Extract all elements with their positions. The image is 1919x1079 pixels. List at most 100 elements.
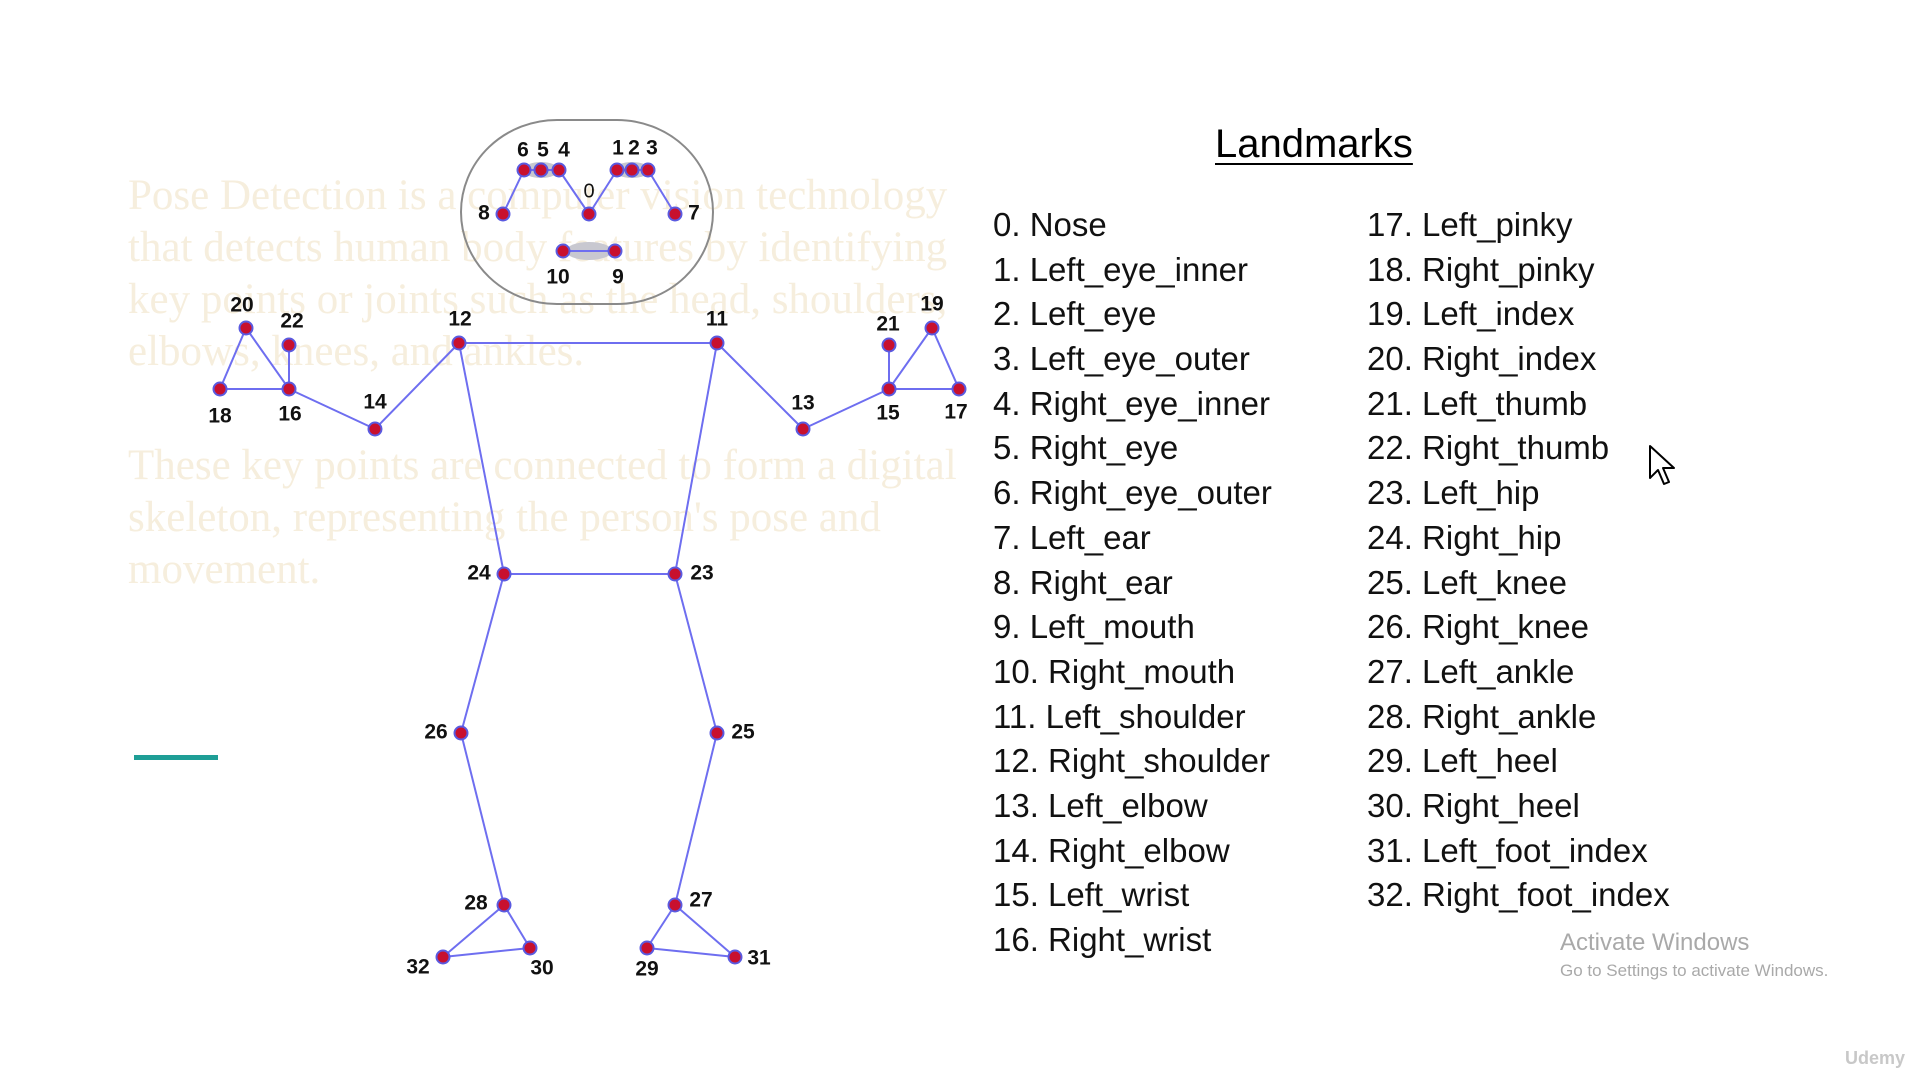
edge-0-1 — [588, 169, 618, 215]
landmark-node-label: 24 — [467, 562, 491, 585]
landmark-node-1 — [609, 162, 625, 178]
landmark-node-10 — [555, 243, 571, 259]
landmark-node-label: 27 — [689, 889, 712, 912]
landmark-node-24 — [496, 566, 512, 582]
landmark-node-0 — [581, 206, 597, 222]
landmark-node-18 — [212, 381, 228, 397]
landmark-node-label: 23 — [690, 562, 713, 585]
landmark-node-label: 4 — [558, 139, 570, 162]
landmark-item: 27. Left_ankle — [1367, 652, 1575, 690]
landmark-node-label: 22 — [280, 310, 303, 333]
landmark-node-19 — [924, 320, 940, 336]
landmark-item: 0. Nose — [993, 206, 1107, 243]
landmark-item: 30. Right_heel — [1367, 786, 1580, 824]
landmark-node-label: 30 — [530, 957, 553, 980]
edge-27-31 — [674, 904, 736, 958]
landmark-item: 19. Left_index — [1367, 295, 1575, 333]
landmark-node-9 — [607, 243, 623, 259]
landmark-item: 16. Right_wrist — [993, 921, 1212, 958]
landmark-node-16 — [281, 381, 297, 397]
landmark-item: 2. Left_eye — [993, 295, 1157, 333]
landmark-item: 8. Right_ear — [993, 563, 1173, 601]
landmark-node-30 — [522, 940, 538, 956]
landmark-node-label: 8 — [478, 202, 490, 225]
edge-0-4 — [558, 169, 590, 215]
edge-18-20 — [219, 327, 247, 390]
landmark-node-5 — [533, 162, 549, 178]
landmark-node-28 — [496, 897, 512, 913]
landmark-node-31 — [727, 949, 743, 965]
activate-windows-title: Activate Windows — [1560, 929, 1750, 956]
landmark-node-22 — [281, 337, 297, 353]
landmark-node-label: 31 — [747, 947, 771, 970]
landmark-node-29 — [639, 940, 655, 956]
landmark-item: 13. Left_elbow — [993, 786, 1208, 824]
landmark-item: 3. Left_eye_outer — [993, 340, 1250, 378]
activate-windows-watermark: Activate Windows Go to Settings to activ… — [1560, 928, 1828, 984]
landmark-item: 31. Left_foot_index — [1367, 831, 1648, 869]
landmark-node-label: 11 — [706, 308, 729, 331]
edge-29-31 — [646, 947, 736, 958]
edge-13-15 — [802, 388, 890, 430]
landmark-node-label: 17 — [944, 401, 967, 424]
edge-16-20 — [245, 327, 290, 390]
landmark-item: 25. Left_knee — [1367, 563, 1567, 601]
edge-17-19 — [931, 327, 960, 390]
landmark-node-3 — [640, 162, 656, 178]
landmark-node-label: 9 — [612, 266, 624, 289]
landmark-item: 14. Right_elbow — [993, 831, 1230, 869]
edge-6-8 — [502, 169, 525, 215]
edge-11-13 — [716, 342, 804, 430]
edge-15-19 — [888, 327, 933, 390]
edge-25-27 — [674, 732, 718, 906]
landmark-item: 6. Right_eye_outer — [993, 474, 1272, 512]
landmark-node-label: 12 — [448, 308, 471, 331]
edge-30-32 — [442, 947, 531, 958]
landmark-node-4 — [551, 162, 567, 178]
landmark-item: 29. Left_heel — [1367, 742, 1558, 780]
landmark-node-label: 6 — [517, 139, 529, 162]
landmark-node-label: 2 — [628, 137, 640, 160]
landmark-node-label: 20 — [230, 294, 253, 317]
landmark-node-label: 10 — [546, 266, 569, 289]
landmark-item: 7. Left_ear — [993, 518, 1151, 556]
face-outline — [460, 119, 714, 305]
landmark-item: 24. Right_hip — [1367, 518, 1562, 556]
edge-11-23 — [674, 342, 718, 575]
landmark-item: 15. Left_wrist — [993, 876, 1190, 914]
edge-28-32 — [442, 904, 505, 958]
landmark-node-20 — [238, 320, 254, 336]
landmarks-title: Landmarks — [1215, 122, 1413, 166]
background-description: Pose Detection is a computer vision tech… — [128, 170, 1008, 658]
landmark-node-label: 14 — [363, 391, 387, 414]
landmark-node-label: 0 — [583, 180, 594, 202]
landmark-item: 28. Right_ankle — [1367, 697, 1597, 735]
landmark-item: 11. Left_shoulder — [993, 697, 1246, 735]
edge-3-7 — [647, 169, 676, 215]
landmark-node-12 — [451, 335, 467, 351]
landmark-item: 20. Right_index — [1367, 340, 1597, 378]
edge-24-26 — [460, 573, 505, 734]
landmark-node-label: 7 — [688, 202, 700, 225]
landmark-node-21 — [881, 337, 897, 353]
landmark-item: 32. Right_foot_index — [1367, 876, 1670, 914]
landmark-node-2 — [624, 162, 640, 178]
landmark-node-label: 5 — [537, 139, 549, 162]
landmark-node-14 — [367, 421, 383, 437]
landmark-node-23 — [667, 566, 683, 582]
landmark-item: 23. Left_hip — [1367, 474, 1540, 512]
landmark-node-25 — [709, 725, 725, 741]
edge-28-30 — [503, 904, 531, 949]
edge-26-28 — [460, 732, 505, 906]
skeleton-edges — [219, 169, 960, 958]
landmark-node-label: 25 — [731, 721, 755, 744]
landmark-node-15 — [881, 381, 897, 397]
landmark-node-27 — [667, 897, 683, 913]
landmark-node-label: 18 — [208, 405, 232, 428]
landmark-node-label: 26 — [424, 721, 447, 744]
landmark-item: 4. Right_eye_inner — [993, 384, 1271, 422]
landmark-node-label: 19 — [920, 293, 943, 316]
